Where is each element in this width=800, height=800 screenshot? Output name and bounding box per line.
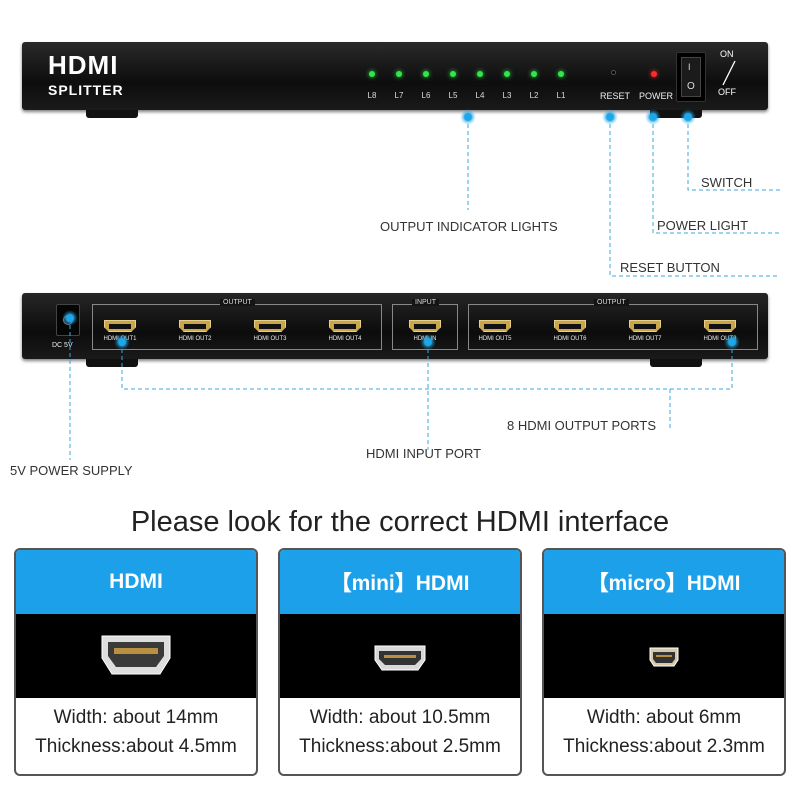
off-label: OFF [718, 87, 736, 97]
card-mini-hdmi-width: Width: about 10.5mm [309, 707, 491, 728]
led-label-l3: L3 [502, 91, 512, 100]
hdmi-out5-port[interactable] [479, 320, 511, 332]
port-label-out3: HDMI OUT3 [253, 336, 287, 342]
led-l5-icon [450, 71, 456, 77]
callout-dot-power [645, 109, 661, 125]
input-group-title: INPUT [412, 299, 439, 306]
card-micro-hdmi: 【micro】HDMI Width: about 6mm Thickness:a… [542, 548, 786, 776]
hdmi-out7-port[interactable] [629, 320, 661, 332]
mini-hdmi-connector-icon [374, 645, 426, 671]
callout-switch: SWITCH [701, 175, 753, 190]
callout-dot-reset [602, 109, 618, 125]
callout-dot-switch [680, 109, 696, 125]
card-micro-hdmi-specs: Width: about 6mm Thickness:about 2.3mm [544, 698, 784, 774]
reset-label: RESET [600, 91, 631, 101]
card-mini-hdmi-thickness: Thickness:about 2.5mm [299, 736, 501, 757]
led-label-l4: L4 [475, 91, 485, 100]
callout-output-ports: 8 HDMI OUTPUT PORTS [507, 418, 657, 433]
callout-dot-output-lights [460, 109, 476, 125]
callout-power-light: POWER LIGHT [657, 218, 749, 233]
callout-dot-out1 [114, 334, 130, 350]
brand-title: HDMI [48, 50, 119, 80]
port-label-out6: HDMI OUT6 [553, 336, 587, 342]
led-l6-icon [423, 71, 429, 77]
card-hdmi: HDMI Width: about 14mm Thickness:about 4… [14, 548, 258, 776]
card-hdmi-thickness: Thickness:about 4.5mm [35, 736, 237, 757]
port-label-out5: HDMI OUT5 [478, 336, 512, 342]
front-foot-right [650, 110, 702, 118]
led-l7-icon [396, 71, 402, 77]
led-label-l2: L2 [529, 91, 539, 100]
led-label-l5: L5 [448, 91, 458, 100]
card-hdmi-image [16, 614, 256, 698]
led-l2-icon [531, 71, 537, 77]
port-label-out7: HDMI OUT7 [628, 336, 662, 342]
callout-reset-button: RESET BUTTON [620, 260, 720, 275]
led-l1-icon [558, 71, 564, 77]
card-mini-hdmi-title: 【mini】HDMI [280, 550, 520, 614]
card-micro-hdmi-image [544, 614, 784, 698]
page-heading: Please look for the correct HDMI interfa… [130, 506, 670, 538]
reset-button[interactable] [611, 70, 616, 75]
card-mini-hdmi: 【mini】HDMI Width: about 10.5mm Thickness… [278, 548, 522, 776]
card-hdmi-width: Width: about 14mm [53, 707, 219, 728]
micro-hdmi-connector-icon [649, 647, 679, 667]
callout-dot-dc [62, 310, 78, 326]
callout-input-port: HDMI INPUT PORT [366, 446, 482, 461]
rear-foot-right [650, 359, 702, 367]
front-foot-left [86, 110, 138, 118]
card-micro-hdmi-thickness: Thickness:about 2.3mm [563, 736, 765, 757]
rear-foot-left [86, 359, 138, 367]
power-light-icon [651, 71, 657, 77]
callout-dot-in [420, 334, 436, 350]
callout-lines [69, 117, 780, 460]
switch-on-symbol: I [688, 62, 691, 72]
card-micro-hdmi-width: Width: about 6mm [586, 707, 742, 728]
led-label-l1: L1 [556, 91, 566, 100]
front-panel [22, 42, 768, 110]
hdmi-connector-icon [101, 635, 171, 675]
power-label: POWER [639, 91, 674, 101]
card-mini-hdmi-specs: Width: about 10.5mm Thickness:about 2.5m… [280, 698, 520, 774]
led-l3-icon [504, 71, 510, 77]
hdmi-out2-port[interactable] [179, 320, 211, 332]
output-group-left-title: OUTPUT [220, 299, 255, 306]
port-label-out8: HDMI OUT8 [703, 336, 737, 342]
port-label-out2: HDMI OUT2 [178, 336, 212, 342]
port-label-out4: HDMI OUT4 [328, 336, 362, 342]
hdmi-in-port[interactable] [409, 320, 441, 332]
led-label-l6: L6 [421, 91, 431, 100]
led-l8-icon [369, 71, 375, 77]
output-group-right-title: OUTPUT [594, 299, 629, 306]
hdmi-out6-port[interactable] [554, 320, 586, 332]
led-l4-icon [477, 71, 483, 77]
card-micro-hdmi-title: 【micro】HDMI [544, 550, 784, 614]
hdmi-out1-port[interactable] [104, 320, 136, 332]
card-hdmi-title: HDMI [16, 550, 256, 614]
brand-subtitle: SPLITTER [48, 82, 124, 98]
led-label-l7: L7 [394, 91, 404, 100]
dc-label: DC 5V [52, 342, 73, 349]
hdmi-out8-port[interactable] [704, 320, 736, 332]
callout-dot-out8 [724, 334, 740, 350]
callout-output-lights: OUTPUT INDICATOR LIGHTS [380, 219, 558, 234]
card-mini-hdmi-image [280, 614, 520, 698]
card-hdmi-specs: Width: about 14mm Thickness:about 4.5mm [16, 698, 256, 774]
led-label-l8: L8 [367, 91, 377, 100]
on-off-divider-icon [722, 60, 736, 86]
hdmi-out4-port[interactable] [329, 320, 361, 332]
switch-rocker[interactable] [681, 57, 701, 97]
callout-power-supply: 5V POWER SUPPLY [10, 463, 133, 478]
hdmi-out3-port[interactable] [254, 320, 286, 332]
switch-off-symbol: O [687, 81, 695, 92]
on-label: ON [720, 49, 734, 59]
